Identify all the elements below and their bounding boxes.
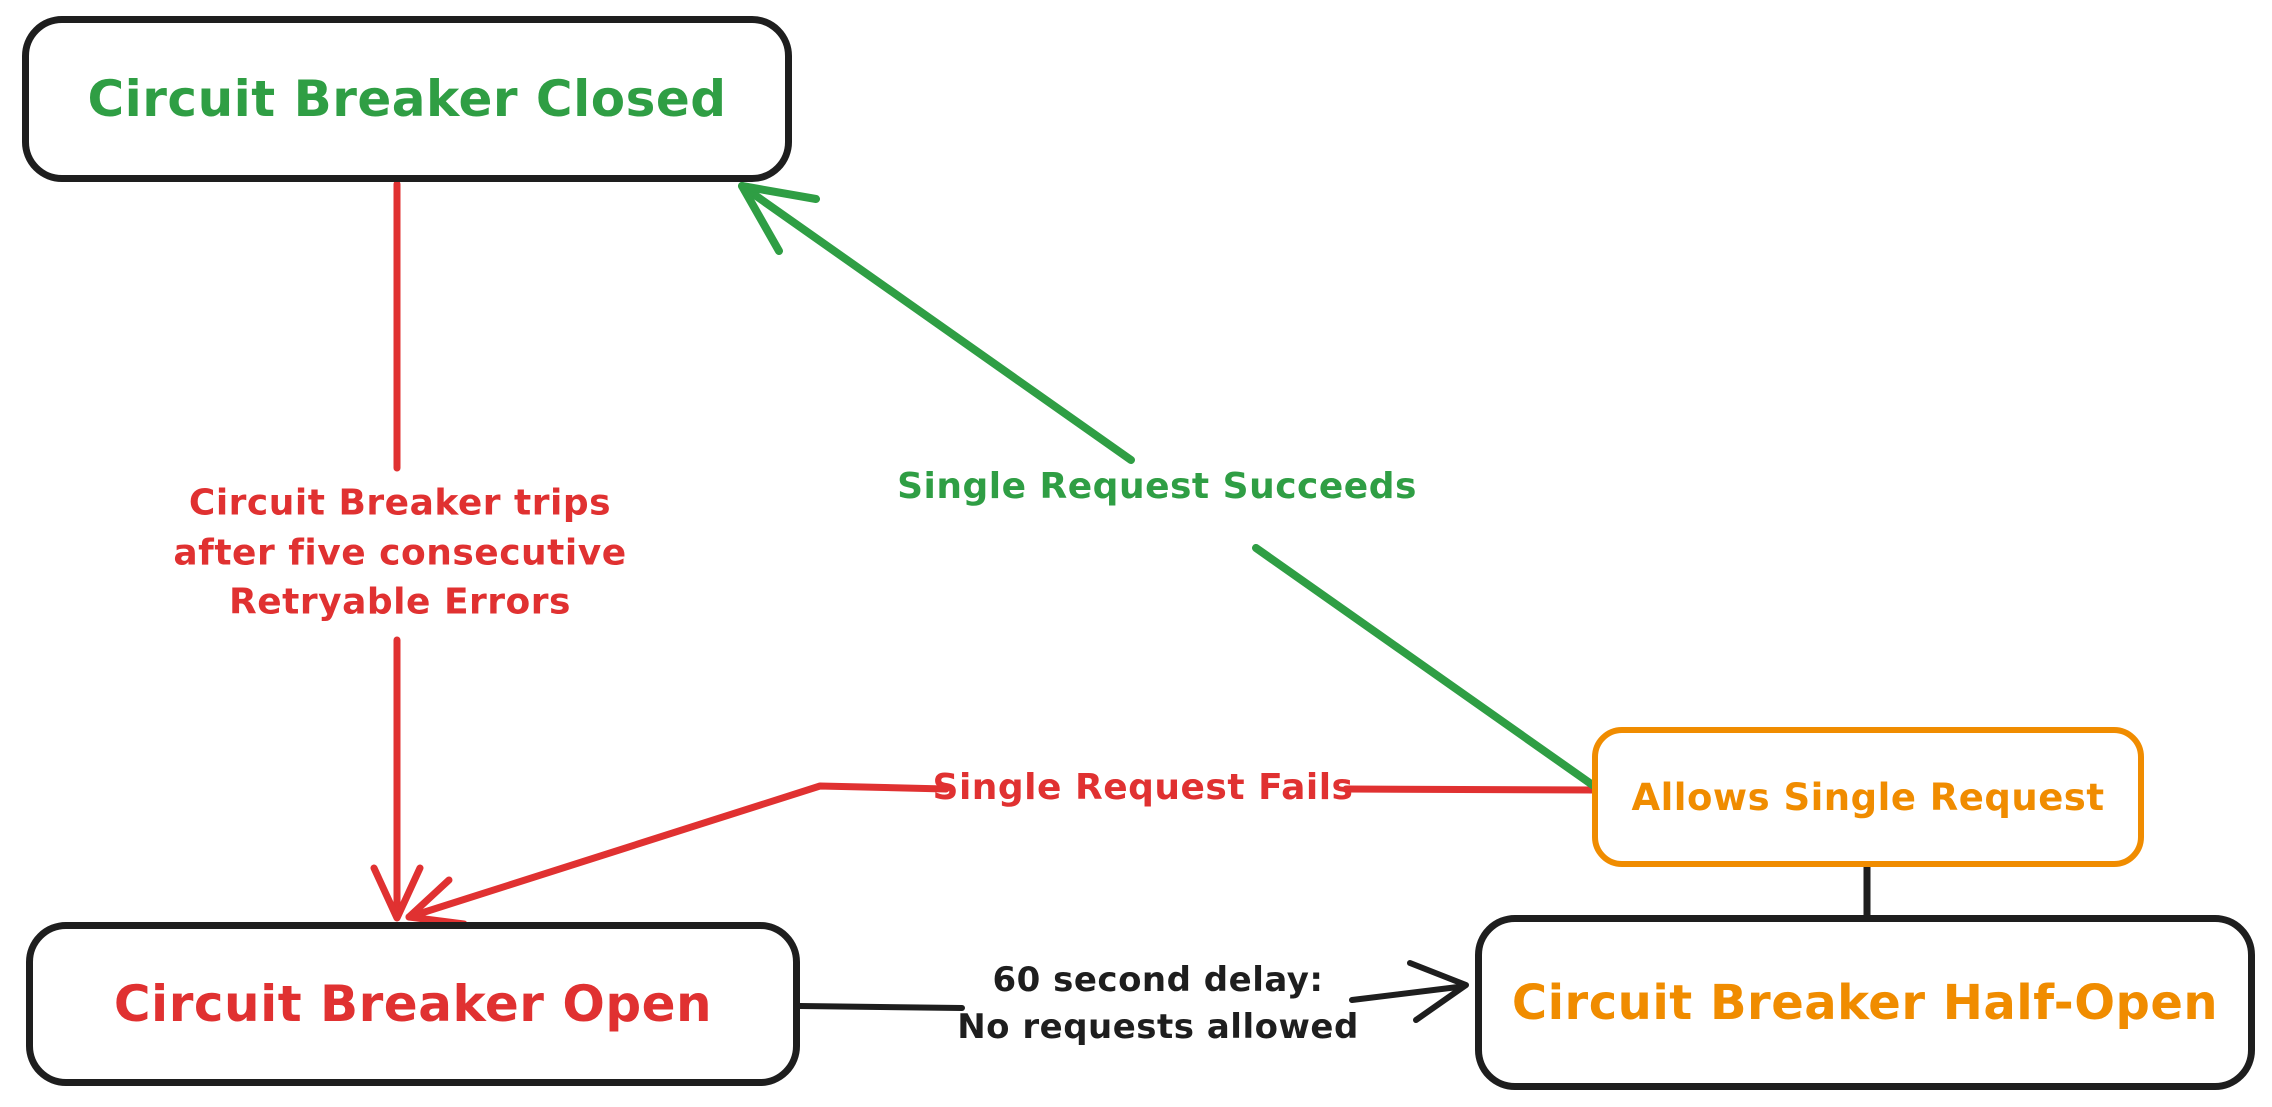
edge-delay-arrowhead [1407, 960, 1469, 1023]
edge-label-delay-line1: 60 second delay: [992, 960, 1324, 1001]
node-allows-single-request: Allows Single Request [1592, 727, 2144, 867]
edge-label-trips-line1: Circuit Breaker trips [188, 482, 612, 524]
edge-trips-arrowhead [370, 864, 424, 922]
node-circuit-breaker-open: Circuit Breaker Open [26, 922, 800, 1086]
node-circuit-breaker-closed-label: Circuit Breaker Closed [87, 70, 727, 128]
edge-label-fails: Single Request Fails [932, 767, 1354, 809]
node-circuit-breaker-half-open: Circuit Breaker Half-Open [1475, 915, 2255, 1090]
edge-label-delay: 60 second delay: No requests allowed [957, 957, 1359, 1051]
node-circuit-breaker-closed: Circuit Breaker Closed [22, 16, 792, 182]
node-allows-single-request-label: Allows Single Request [1631, 775, 2105, 819]
edge-label-trips-line2: after five consecutive [173, 532, 627, 574]
edge-label-trips-line3: Retryable Errors [229, 581, 571, 623]
edge-succeeds-arrowhead [738, 182, 820, 255]
edge-fails-arrowhead [405, 876, 468, 928]
node-circuit-breaker-half-open-label: Circuit Breaker Half-Open [1511, 974, 2219, 1031]
node-circuit-breaker-open-label: Circuit Breaker Open [113, 975, 713, 1033]
edge-label-delay-line2: No requests allowed [957, 1007, 1359, 1047]
edge-label-trips: Circuit Breaker trips after five consecu… [173, 478, 626, 627]
edge-label-succeeds: Single Request Succeeds [897, 466, 1417, 508]
